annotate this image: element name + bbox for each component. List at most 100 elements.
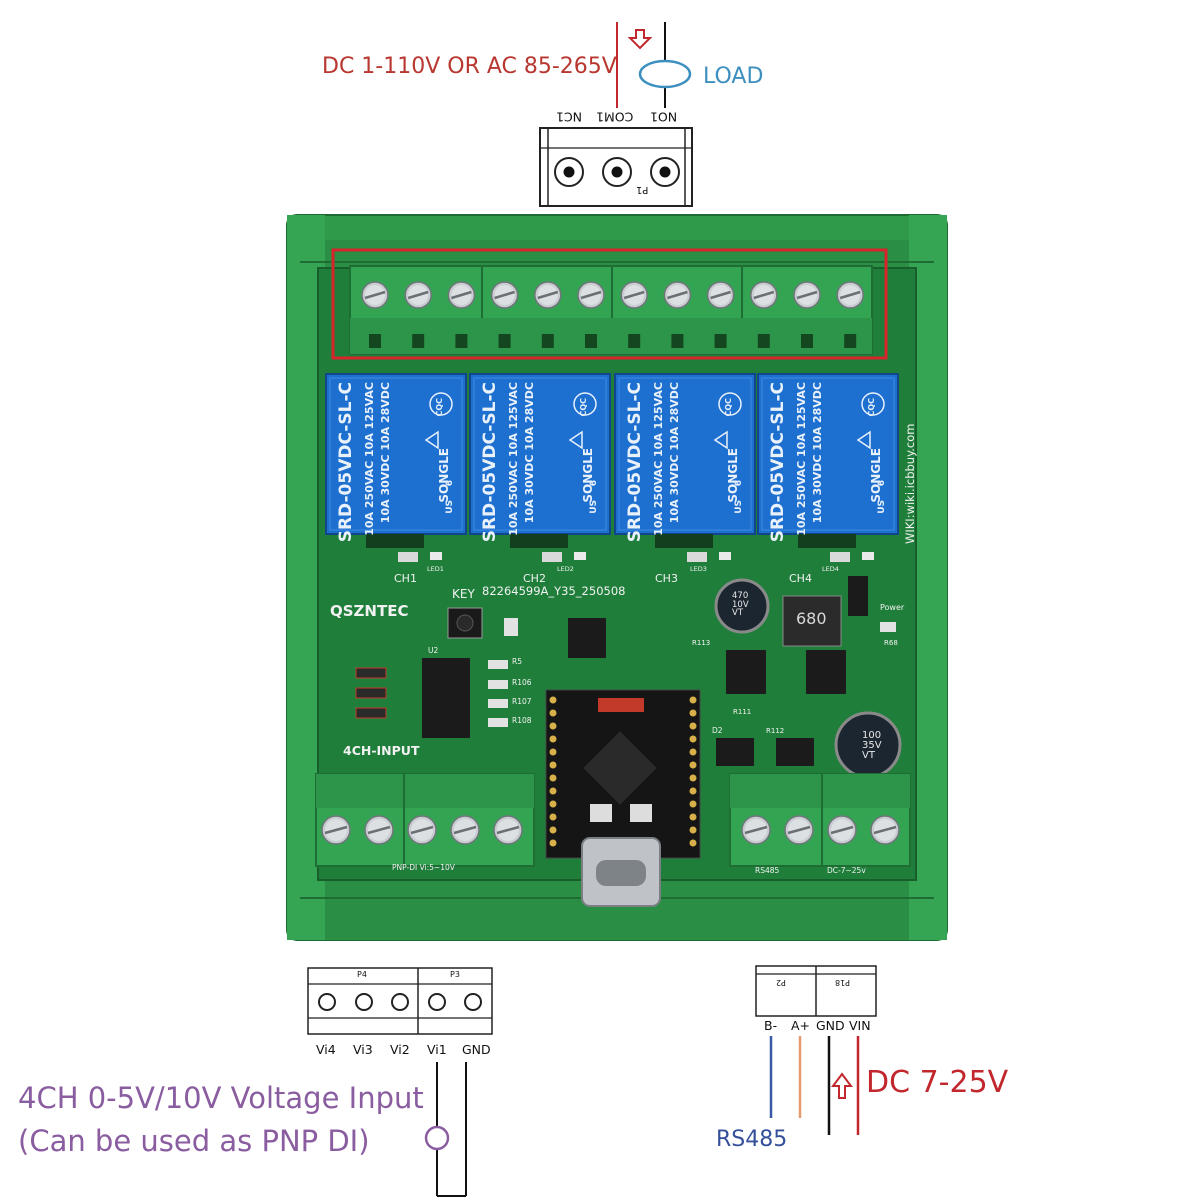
mcu-chip <box>583 731 657 805</box>
voltage-input-note: 4CH 0-5V/10V Voltage Input <box>18 1081 424 1115</box>
rst-button <box>630 804 652 822</box>
r112-silk: R112 <box>766 727 785 735</box>
wire-entry-slot <box>757 334 770 348</box>
rs485-label: RS485 <box>716 1127 788 1152</box>
relay-2-text-us: US <box>589 500 599 514</box>
capacitor-small <box>714 578 770 634</box>
mcu-header-pin <box>689 722 697 730</box>
dc-power-note: DC 7-25V <box>866 1065 1009 1100</box>
pin-vi3 <box>355 993 373 1011</box>
ic-sop8-b <box>726 650 766 694</box>
led4-silk: LED4 <box>822 565 839 573</box>
smd-resistor <box>488 699 508 708</box>
smd-diode <box>355 667 387 679</box>
mcu-header-pin <box>689 826 697 834</box>
relay-3-text-cert: CQC <box>724 398 733 417</box>
input-terminal-screw <box>321 815 351 845</box>
led3-silk: LED3 <box>690 565 707 573</box>
load-icon <box>638 59 692 89</box>
power-led-silk: Power <box>880 603 905 612</box>
diode-smd <box>848 576 868 616</box>
mcu-header-pin <box>549 774 557 782</box>
u2-silk: U2 <box>428 646 439 655</box>
load-label: LOAD <box>703 64 764 89</box>
label-vi4: Vi4 <box>316 1042 336 1057</box>
label-vi1: Vi1 <box>427 1042 447 1057</box>
input-terminal-silk: PNP-DI Vi:5~10V <box>392 863 455 872</box>
relay-3-text-model: SRD-05VDC-SL-C <box>625 382 645 543</box>
diode-d3 <box>776 738 814 766</box>
relay-2-text-model: SRD-05VDC-SL-C <box>480 382 500 543</box>
relay-3-text-brand: SONGLE <box>726 448 740 503</box>
mcu-header-pin <box>549 813 557 821</box>
relay-1-text-rating-1: 10A 250VAC 10A 125VAC <box>363 382 376 536</box>
wire-entry-slot <box>541 334 554 348</box>
mcu-header-pin <box>689 774 697 782</box>
label-a-plus: A+ <box>791 1018 811 1033</box>
smd-capacitor <box>504 618 518 636</box>
relay-2-text-ul-index: 6 <box>589 480 599 487</box>
led1-silk: LED1 <box>427 565 444 573</box>
relay-2 <box>469 373 611 562</box>
mcu-header-pin <box>549 696 557 704</box>
r106-silk: R106 <box>512 678 532 687</box>
relay-2-text-brand: SONGLE <box>581 448 595 503</box>
d2-silk: D2 <box>712 726 723 735</box>
dc-silk: DC-7~25v <box>827 866 866 875</box>
wire-entry-slot <box>801 334 813 348</box>
highlight-box <box>331 248 888 360</box>
mcu-header-pin <box>689 761 697 769</box>
p3-ref: P3 <box>450 970 460 979</box>
relay-4-text-ul-index: 6 <box>877 480 887 487</box>
relay-3 <box>614 373 756 562</box>
mcu-header-pin <box>549 735 557 743</box>
mcu-header-pin <box>549 826 557 834</box>
top-terminal-screw <box>447 281 476 309</box>
diode-d2 <box>716 738 754 766</box>
brand-silk: QSZNTEC <box>330 602 409 620</box>
top-terminal-screw <box>620 281 648 309</box>
top-terminal-screw <box>361 281 389 309</box>
mcu-header-pin <box>549 761 557 769</box>
mcu-header-pin <box>689 709 697 717</box>
r113-silk: R113 <box>692 639 711 647</box>
mcu-header-pin <box>549 709 557 717</box>
voltage-source-icon <box>424 1125 450 1151</box>
top-terminal-screw <box>836 281 864 309</box>
pin-vi2 <box>391 993 409 1011</box>
relay-4-text-model: SRD-05VDC-SL-C <box>768 382 788 543</box>
relay-4-text-rating-2: 10A 30VDC 10A 28VDC <box>811 382 824 524</box>
comm-power-terminal-screw <box>827 815 857 845</box>
r68-silk: R68 <box>884 639 898 647</box>
inductor <box>782 595 842 647</box>
p2-ref: P2 <box>776 978 786 987</box>
p4-ref: P4 <box>357 970 367 979</box>
ch2-silk: CH2 <box>523 572 546 585</box>
top-terminal-screw <box>490 281 519 309</box>
relay-1-text-us: US <box>445 500 455 514</box>
serial-silk: 82264599A_Y35_250508 <box>482 584 626 598</box>
comm-power-terminal-screw <box>870 815 900 845</box>
relay-1-text-rating-2: 10A 30VDC 10A 28VDC <box>379 382 392 524</box>
reset-key-button <box>447 607 483 639</box>
top-terminal-screw <box>404 281 432 309</box>
relay-1-text-brand: SONGLE <box>437 448 451 503</box>
wire-entry-slot <box>628 334 641 348</box>
ic-sop8-c <box>806 650 846 694</box>
input-section-silk: 4CH-INPUT <box>343 743 420 758</box>
top-terminal-screw <box>706 281 735 309</box>
pnp-di-note: (Can be used as PNP DI) <box>18 1124 370 1158</box>
wire-entry-slot <box>585 334 597 348</box>
relay-2-text-rating-2: 10A 30VDC 10A 28VDC <box>523 382 536 524</box>
relay-4-text-rating-1: 10A 250VAC 10A 125VAC <box>795 382 808 536</box>
wire-entry-slot <box>412 334 425 348</box>
mcu-header-pin <box>689 748 697 756</box>
ch3-silk: CH3 <box>655 572 678 585</box>
mcu-header-pin <box>689 813 697 821</box>
pin-vi4 <box>318 993 336 1011</box>
relay-4-text-cert: CQC <box>867 398 876 417</box>
relay-4-text-brand: SONGLE <box>869 448 883 503</box>
input-terminal-screw <box>493 815 523 845</box>
